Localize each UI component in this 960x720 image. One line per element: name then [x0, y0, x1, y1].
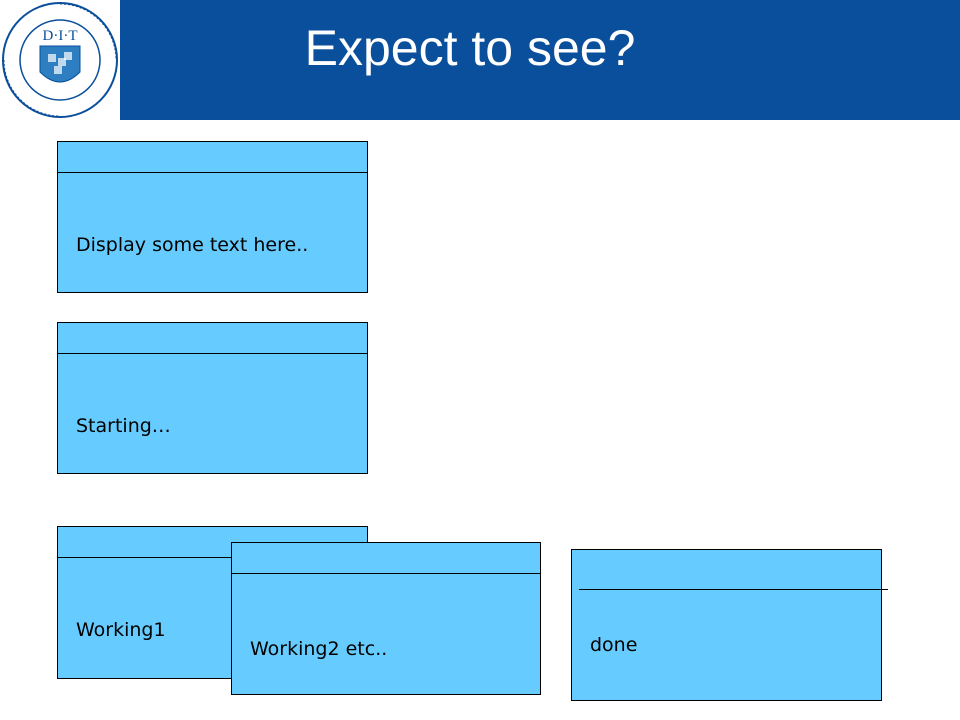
slide-title: Expect to see?	[304, 20, 636, 76]
window-title-bar	[58, 142, 367, 173]
window-text: done	[590, 634, 638, 656]
window-text: Starting…	[76, 415, 171, 437]
window-working2: Working2 etc..	[231, 542, 541, 695]
done-window-title-line	[579, 589, 888, 590]
window-starting: Starting…	[57, 322, 368, 474]
title-banner: Expect to see?	[120, 0, 960, 120]
window-text: Working2 etc..	[250, 638, 388, 660]
window-title-bar	[232, 543, 540, 574]
window-display-text: Display some text here..	[57, 141, 368, 293]
window-done: done	[571, 549, 882, 701]
svg-text:D·I·T: D·I·T	[43, 28, 78, 44]
window-title-bar	[58, 323, 367, 354]
dit-logo: D·I·T	[0, 0, 120, 120]
window-text: Display some text here..	[76, 234, 309, 256]
window-title-bar	[58, 527, 367, 558]
dit-logo-icon: D·I·T	[2, 2, 118, 118]
window-text: Working1	[76, 619, 166, 641]
